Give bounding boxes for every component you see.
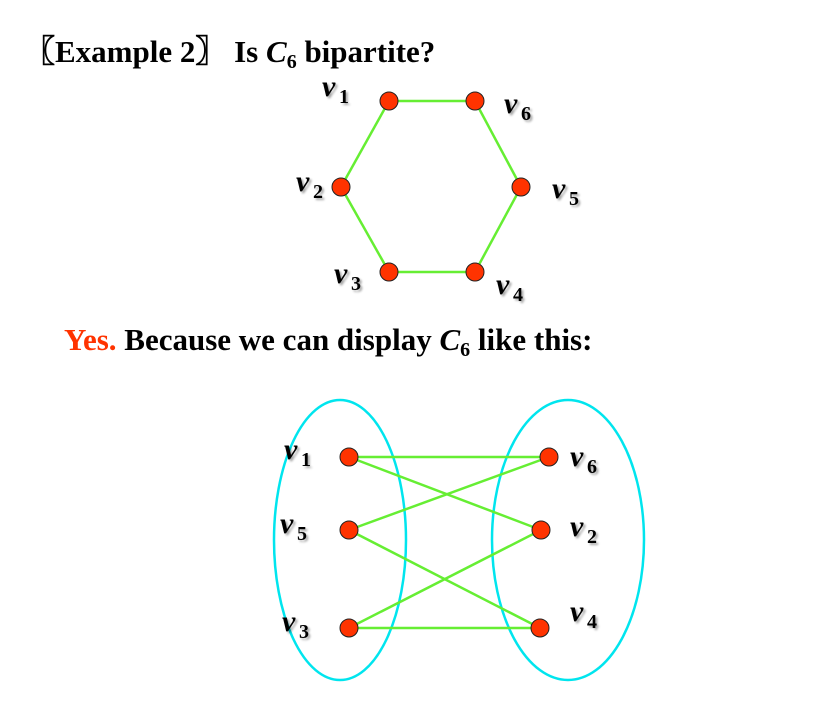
graph-letter: C <box>266 34 287 69</box>
title-prefix: 〖Example 2〗 Is <box>24 34 266 69</box>
hex-label-v5-subscript: 5 <box>569 188 579 210</box>
bip-label-v4-subscript: 4 <box>587 611 597 633</box>
bip-label-v3-letter: v <box>282 605 296 638</box>
hex-label-v1-subscript: 1 <box>339 86 349 108</box>
bip-node-v6 <box>539 447 559 467</box>
hex-label-v6-letter: v <box>504 87 518 120</box>
bip-edge-v5-v6 <box>348 455 550 532</box>
answer-text: Yes. Because we can display C6 like this… <box>64 322 592 362</box>
partition-right-ellipse <box>490 398 646 682</box>
bip-node-v4 <box>530 618 550 638</box>
bip-edge-v1-v2 <box>348 455 542 532</box>
slide-title: 〖Example 2〗 Is C6 bipartite? <box>24 26 435 74</box>
hex-label-v2-subscript: 2 <box>313 181 323 203</box>
bip-node-v2 <box>531 520 551 540</box>
hex-label-v1-letter: v <box>322 70 336 103</box>
hex-edge-v3-v2 <box>339 186 391 273</box>
hex-edge-v6-v5 <box>473 100 523 188</box>
bip-label-v5-subscript: 5 <box>297 523 307 545</box>
hex-node-v3 <box>379 262 399 282</box>
bip-node-v1 <box>339 447 359 467</box>
answer-body: Because we can display <box>116 322 440 357</box>
hex-node-v6 <box>465 91 485 111</box>
title-suffix: bipartite? <box>296 34 436 69</box>
bip-node-v5 <box>339 520 359 540</box>
bip-label-v3-subscript: 3 <box>299 621 309 643</box>
hex-node-v2 <box>331 177 351 197</box>
hex-label-v5-letter: v <box>552 172 566 205</box>
hex-label-v3-letter: v <box>334 257 348 290</box>
hex-label-v2-letter: v <box>296 165 310 198</box>
hex-label-v3-subscript: 3 <box>351 273 361 295</box>
bip-edge-v3-v2 <box>348 528 542 630</box>
hex-label-v4-letter: v <box>496 268 510 301</box>
answer-suffix: like this: <box>470 322 593 357</box>
bip-label-v1-subscript: 1 <box>301 449 311 471</box>
graph-name: C6 <box>439 322 470 361</box>
hex-node-v1 <box>379 91 399 111</box>
hex-node-v5 <box>511 177 531 197</box>
partition-left-ellipse <box>272 398 408 682</box>
bip-label-v6-letter: v <box>570 440 584 473</box>
graph-name: C6 <box>266 34 297 73</box>
bip-label-v6-subscript: 6 <box>587 456 597 478</box>
hex-node-v4 <box>465 262 485 282</box>
hex-label-v4-subscript: 4 <box>513 284 523 306</box>
bip-label-v4-letter: v <box>570 595 584 628</box>
graph-subscript: 6 <box>286 51 297 73</box>
graph-subscript: 6 <box>460 339 471 361</box>
yes-label: Yes. <box>64 322 117 357</box>
hex-edge-v5-v4 <box>473 186 523 273</box>
bip-label-v5-letter: v <box>280 507 294 540</box>
hex-edge-v2-v1 <box>339 100 391 188</box>
graph-letter: C <box>439 322 461 357</box>
bip-label-v2-subscript: 2 <box>587 526 597 548</box>
bip-label-v1-letter: v <box>284 433 298 466</box>
bip-node-v3 <box>339 618 359 638</box>
hex-label-v6-subscript: 6 <box>521 103 531 125</box>
bip-label-v2-letter: v <box>570 510 584 543</box>
